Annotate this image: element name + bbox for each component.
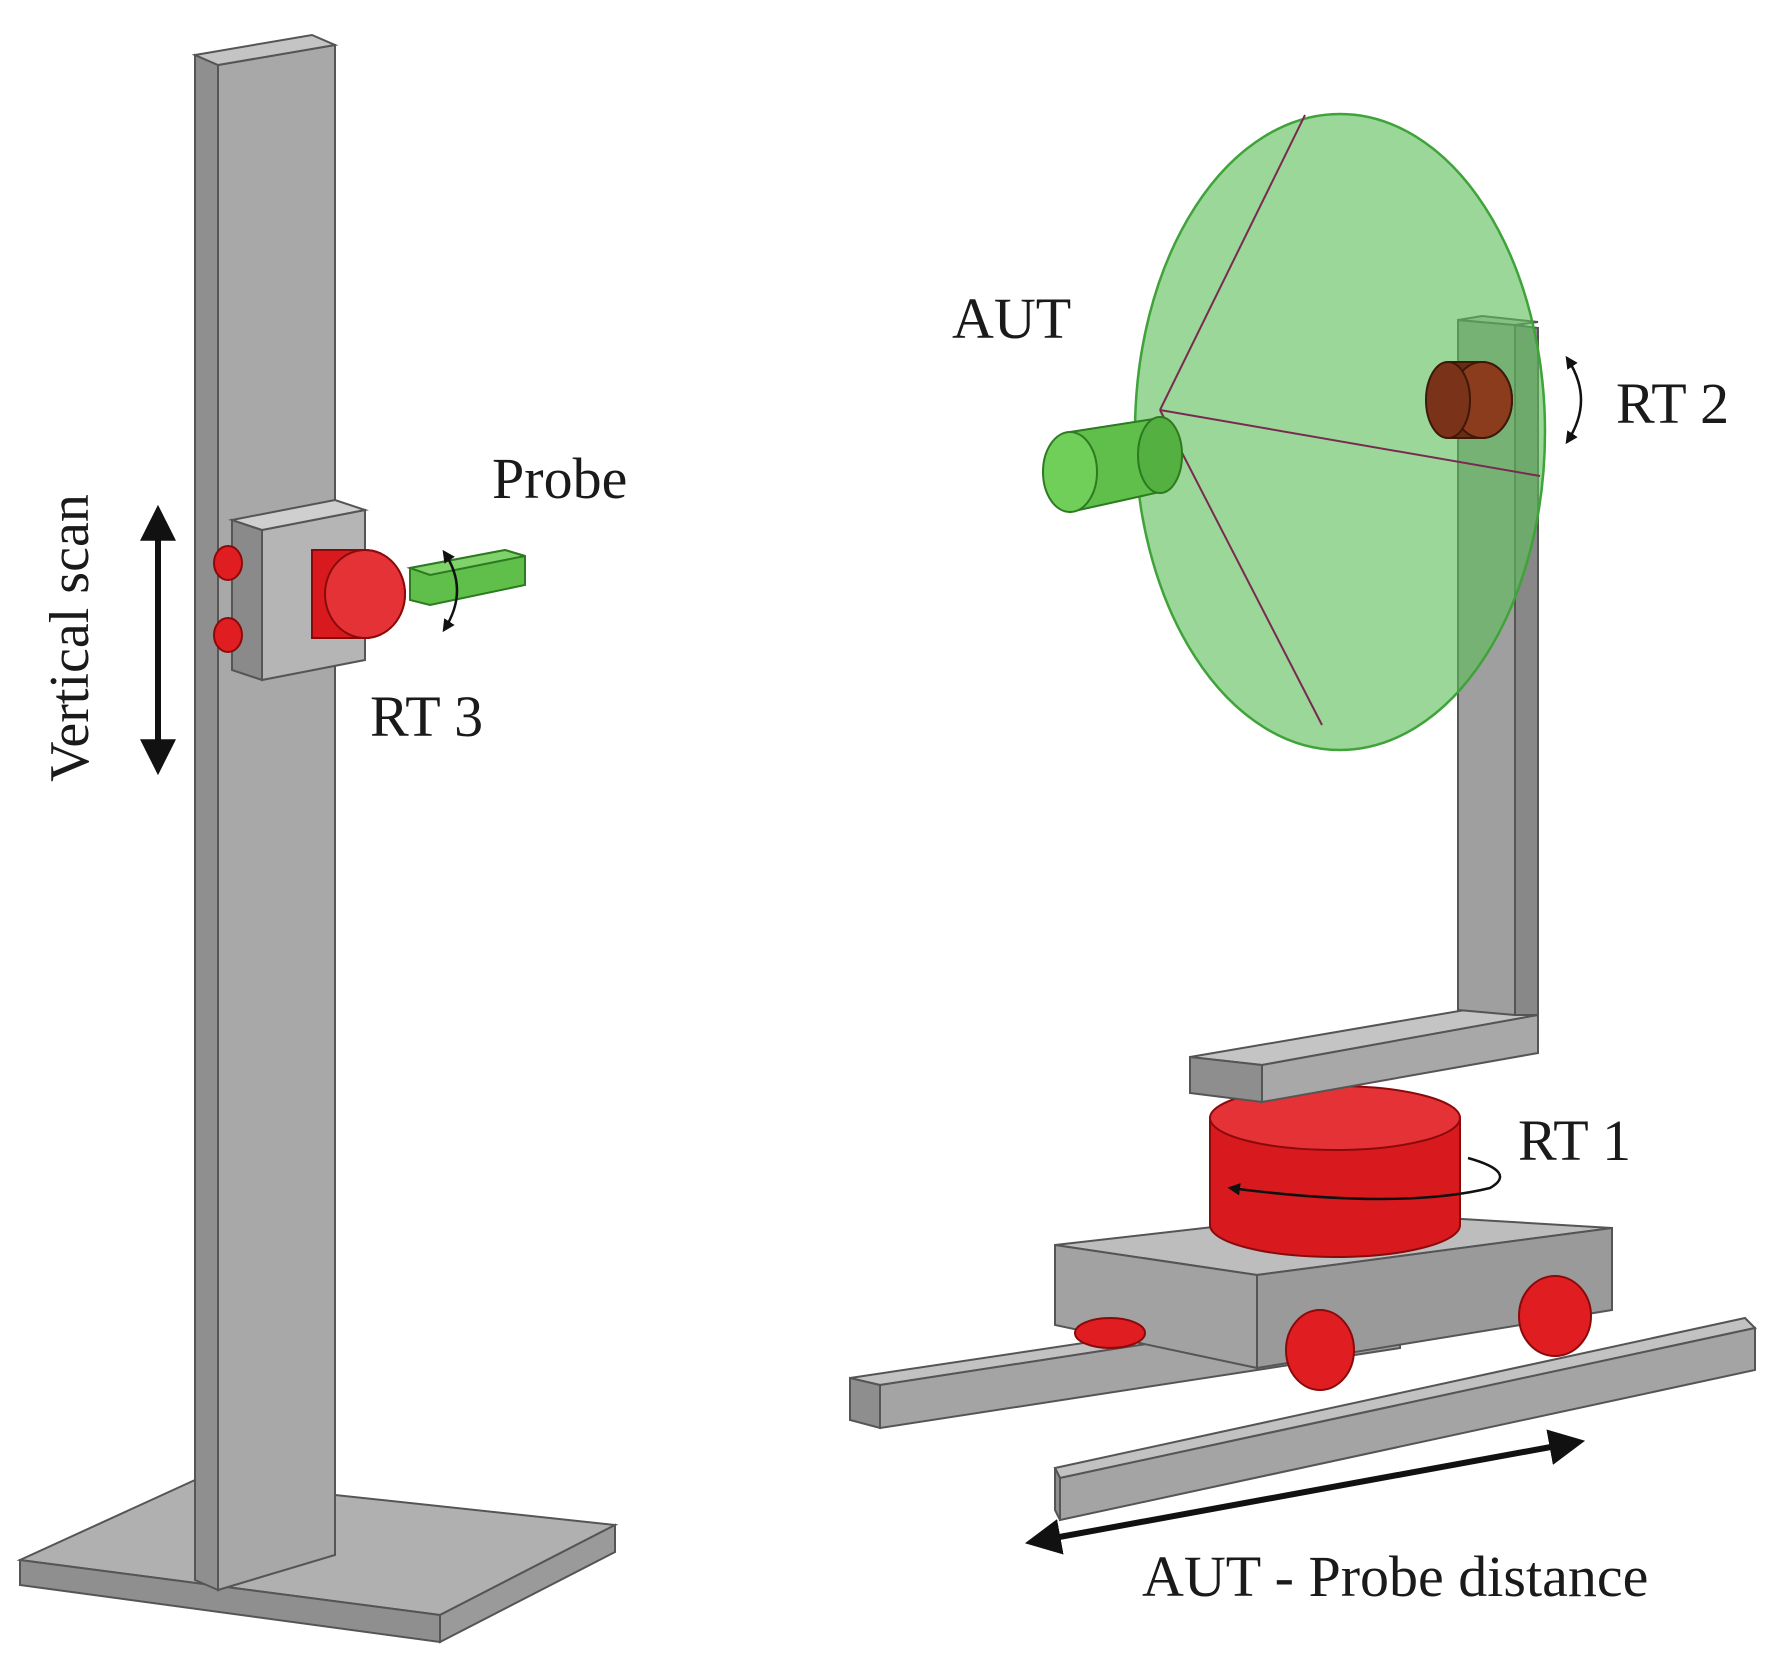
- tower-column-top: [191, 33, 339, 67]
- rail-back-front: [849, 1376, 881, 1430]
- cart-wheel-front-right: [1518, 1275, 1592, 1357]
- probe-rotator-cylinder: [311, 549, 406, 639]
- aut-label: AUT: [952, 286, 1071, 351]
- rt3-label: RT 3: [370, 684, 483, 749]
- cart-wheel-back: [1074, 1317, 1146, 1349]
- distance-arrow: [1024, 1429, 1586, 1555]
- aut-feed-cylinder: [1042, 416, 1183, 514]
- dish-struts: [1159, 114, 1541, 726]
- bracket-arm-front: [1189, 1055, 1263, 1104]
- rt1-rotary-table: [1209, 1085, 1461, 1258]
- carriage-side: [231, 518, 263, 682]
- rt2-rotation-arrow: [1565, 355, 1583, 445]
- bracket-arm-face: [1261, 1013, 1539, 1104]
- tower-column-side: [194, 53, 219, 1592]
- carriage-wheel-upper: [213, 545, 243, 581]
- rt3-rotation-arrow: [442, 549, 459, 633]
- carriage-top: [228, 498, 369, 532]
- vertical-scan-label: Vertical scan: [39, 494, 101, 782]
- cart-wheels: [1074, 1275, 1592, 1391]
- carriage-wheel-lower: [213, 617, 243, 653]
- cart-wheel-front-left: [1285, 1309, 1355, 1391]
- tower-base-side: [439, 1523, 616, 1644]
- scanner-tower: [16, 33, 619, 1644]
- rt1-label: RT 1: [1518, 1108, 1631, 1173]
- rt2-label: RT 2: [1616, 371, 1729, 436]
- distance-label: AUT - Probe distance: [1142, 1544, 1648, 1609]
- rt1-rotation-arrow: [1227, 1156, 1502, 1201]
- probe-label: Probe: [492, 446, 627, 511]
- probe-antenna: [406, 548, 526, 607]
- rail-front-end: [1054, 1467, 1061, 1521]
- rt2-rotary-table: [1425, 361, 1513, 439]
- tower-column-front: [217, 43, 336, 1592]
